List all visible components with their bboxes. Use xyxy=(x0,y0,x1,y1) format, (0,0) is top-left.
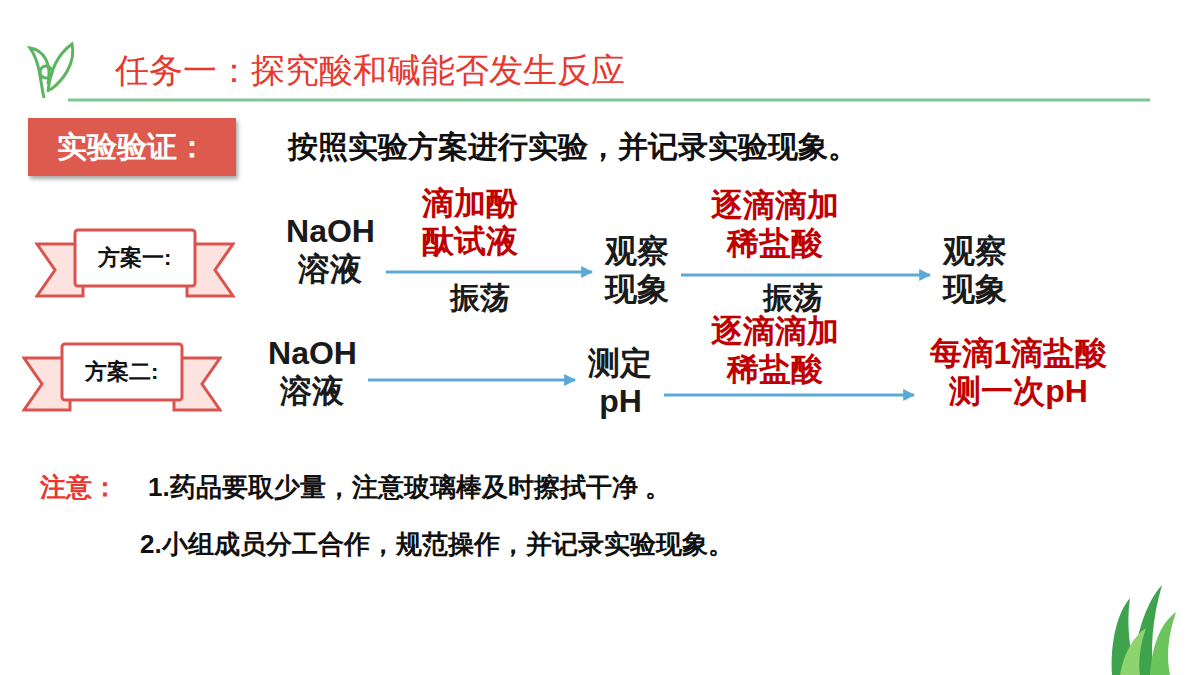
flow-arrow xyxy=(368,379,575,382)
note-text: 2.小组成员分工合作，规范操作，并记录实验现象。 xyxy=(140,529,734,560)
note-text: 1.药品要取少量，注意玻璃棒及时擦拭干净 。 xyxy=(148,472,671,503)
grass-decoration xyxy=(1112,585,1176,675)
step-instruction: 逐滴滴加 稀盐酸 xyxy=(709,186,842,263)
text-node: 观察 现象 xyxy=(936,228,1015,313)
leaf-icon xyxy=(30,44,73,98)
reagent-text: NaOH 溶液 xyxy=(265,334,359,411)
step-text: 每滴1滴盐酸 测一次pH xyxy=(924,334,1113,411)
grass-blade xyxy=(1120,628,1146,675)
text-node: 测定 pH xyxy=(581,340,660,425)
step-instruction: 逐滴滴加 稀盐酸 xyxy=(709,312,842,389)
text-node: NaOH 溶液 xyxy=(279,208,382,293)
leaf-dot xyxy=(40,66,52,78)
ribbon-face xyxy=(62,344,182,400)
note-heading: 注意： xyxy=(40,472,118,503)
step-instruction: 滴加酚 酞试液 xyxy=(420,184,521,261)
ribbon-face xyxy=(75,230,195,286)
slide-title: 任务一：探究酸和碱能否发生反应 xyxy=(115,50,625,91)
text-node: 每滴1滴盐酸 测一次pH xyxy=(920,330,1117,415)
ribbon-banner: 方案一: xyxy=(35,222,235,302)
grass-blade xyxy=(1150,612,1176,675)
step-text: 测定 pH xyxy=(585,344,655,421)
text-node: 观察 现象 xyxy=(598,228,677,313)
flow-arrow xyxy=(386,271,592,274)
instruction-text: 按照实验方案进行实验，并记录实验现象。 xyxy=(288,129,858,165)
plan-ribbon: 方案一: xyxy=(98,245,171,271)
title-rule xyxy=(68,99,1150,102)
step-text: 观察 现象 xyxy=(940,232,1010,309)
step-text: 观察 现象 xyxy=(602,232,672,309)
plan-ribbon: 方案二: xyxy=(85,359,158,385)
step-note: 振荡 xyxy=(763,280,823,316)
section-tag: 实验验证： xyxy=(57,129,207,165)
ribbon-banner: 方案二: xyxy=(22,336,222,416)
text-node: NaOH 溶液 xyxy=(261,330,364,415)
label-box: 实验验证： xyxy=(28,118,236,176)
flow-arrow xyxy=(664,394,914,397)
step-note: 振荡 xyxy=(450,280,510,316)
reagent-text: NaOH 溶液 xyxy=(283,212,377,289)
flow-arrow xyxy=(681,274,930,277)
